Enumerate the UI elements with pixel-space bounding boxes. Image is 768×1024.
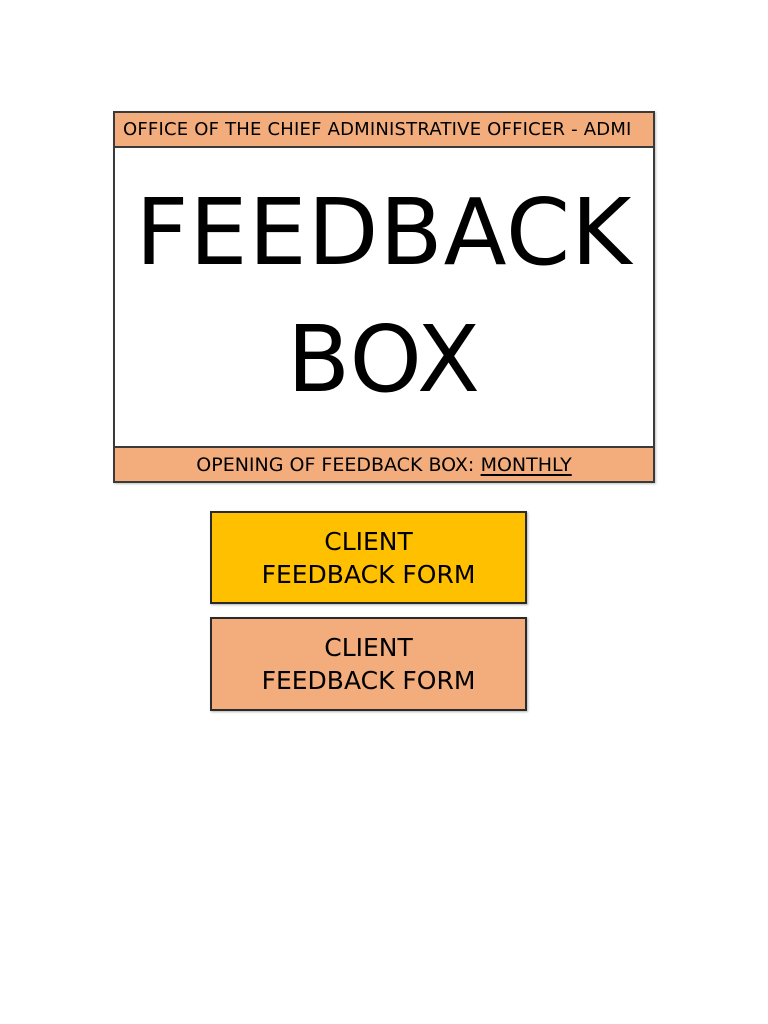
client-feedback-form-button-gold[interactable]: CLIENT FEEDBACK FORM <box>210 511 527 604</box>
office-header-bar: OFFICE OF THE CHIEF ADMINISTRATIVE OFFIC… <box>113 111 655 148</box>
client-feedback-form-button-salmon-label: CLIENT FEEDBACK FORM <box>261 633 476 695</box>
opening-frequency-value: MONTHLY <box>480 453 572 476</box>
opening-schedule-label: OPENING OF FEEDBACK BOX: <box>196 453 475 476</box>
opening-schedule-bar: OPENING OF FEEDBACK BOX: MONTHLY <box>113 446 655 483</box>
client-feedback-form-button-gold-label: CLIENT FEEDBACK FORM <box>261 526 476 589</box>
feedback-box-title-area: FEEDBACK BOX <box>113 146 655 448</box>
feedback-box-title-line2: BOX <box>286 306 482 413</box>
office-header-label: OFFICE OF THE CHIEF ADMINISTRATIVE OFFIC… <box>123 119 632 140</box>
client-feedback-form-button-salmon[interactable]: CLIENT FEEDBACK FORM <box>210 617 527 711</box>
feedback-box-title: FEEDBACK BOX <box>135 170 632 424</box>
feedback-box-title-line1: FEEDBACK <box>135 179 633 287</box>
feedback-box-sign: OFFICE OF THE CHIEF ADMINISTRATIVE OFFIC… <box>113 111 655 483</box>
